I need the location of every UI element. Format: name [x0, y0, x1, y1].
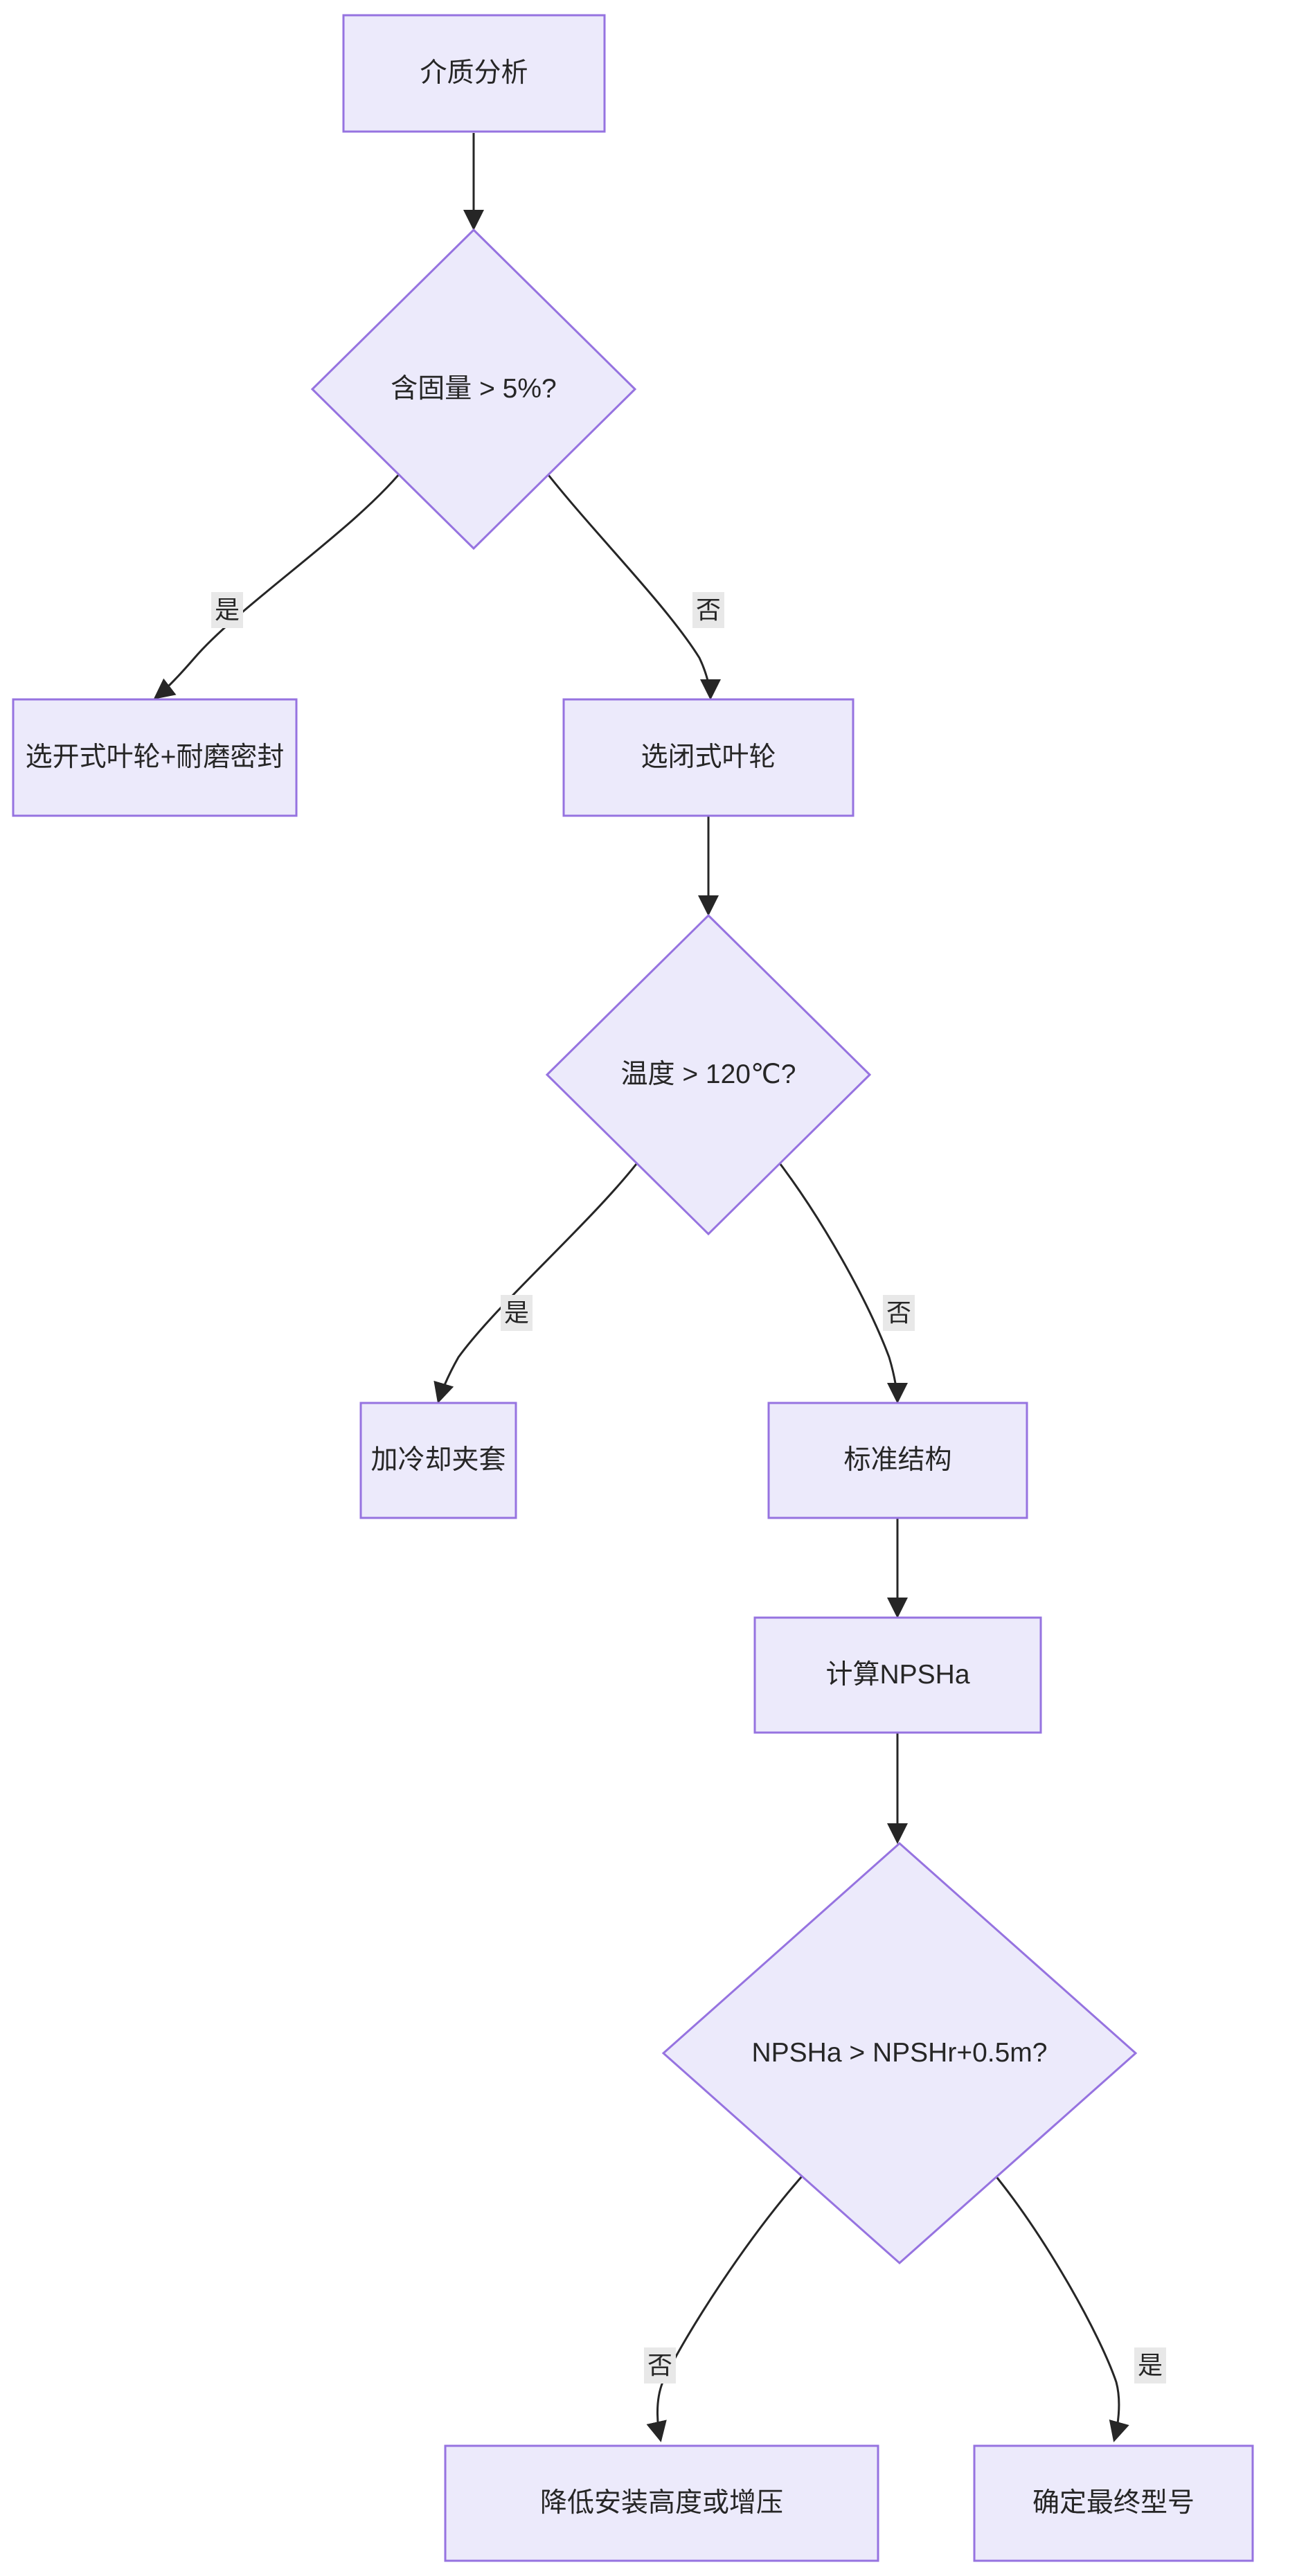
node-n4-shape[interactable] [562, 698, 855, 817]
node-n2-shape[interactable] [310, 228, 637, 551]
node-n7-shape[interactable] [767, 1402, 1028, 1519]
node-n3-shape[interactable] [12, 698, 298, 817]
edges-layer [153, 133, 1129, 2442]
edge-n5-n6 [433, 1154, 645, 1404]
node-n9-shape[interactable] [661, 1841, 1138, 2265]
node-n5-shape[interactable] [545, 913, 872, 1236]
edge-n2-n4 [537, 462, 721, 700]
edge-n5-n7 [772, 1154, 908, 1404]
node-n8-shape[interactable] [753, 1616, 1042, 1734]
edge-n9-n11 [990, 2170, 1129, 2442]
node-n10-shape[interactable] [444, 2444, 879, 2562]
edge-n2-n3 [153, 462, 410, 699]
node-n11-shape[interactable] [973, 2444, 1254, 2562]
nodes-layer [12, 14, 1254, 2562]
node-n6-shape[interactable] [359, 1402, 517, 1519]
edge-n9-n10 [646, 2170, 808, 2442]
node-n1-shape[interactable] [342, 14, 606, 133]
